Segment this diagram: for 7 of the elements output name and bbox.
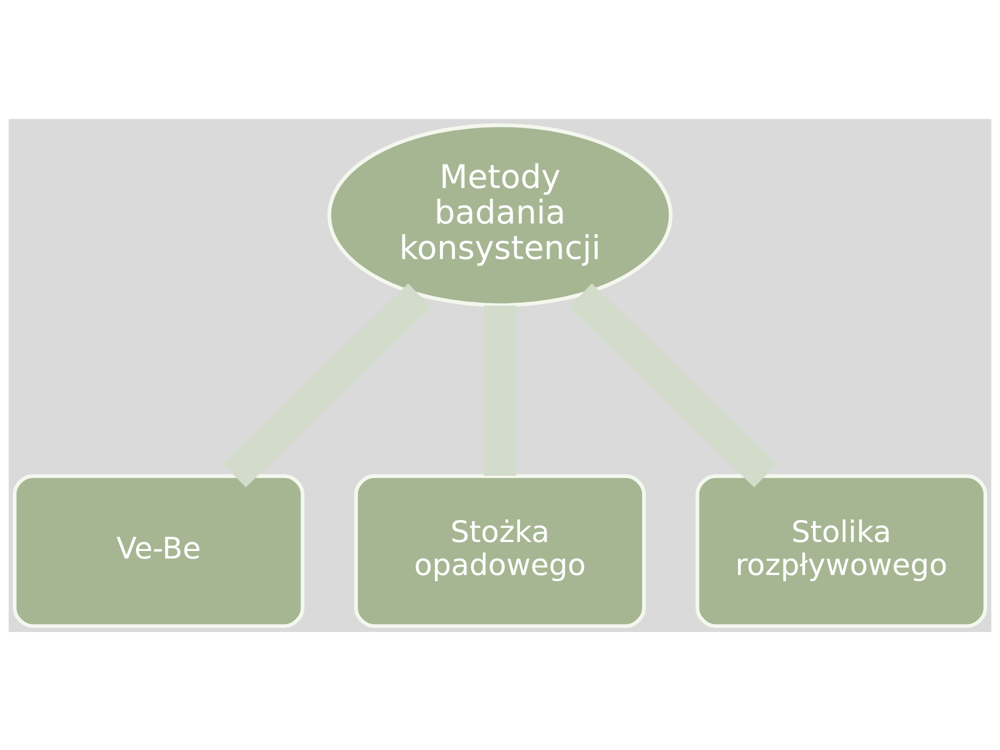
node-box: Stolika rozpływowego <box>696 474 988 628</box>
connector <box>569 282 777 487</box>
node-box: Stożka opadowego <box>354 474 646 628</box>
node-ellipse: Metody badania konsystencji <box>327 122 673 307</box>
connector <box>484 304 516 476</box>
node-box: Ve-Be <box>12 474 304 628</box>
connector <box>223 282 431 487</box>
